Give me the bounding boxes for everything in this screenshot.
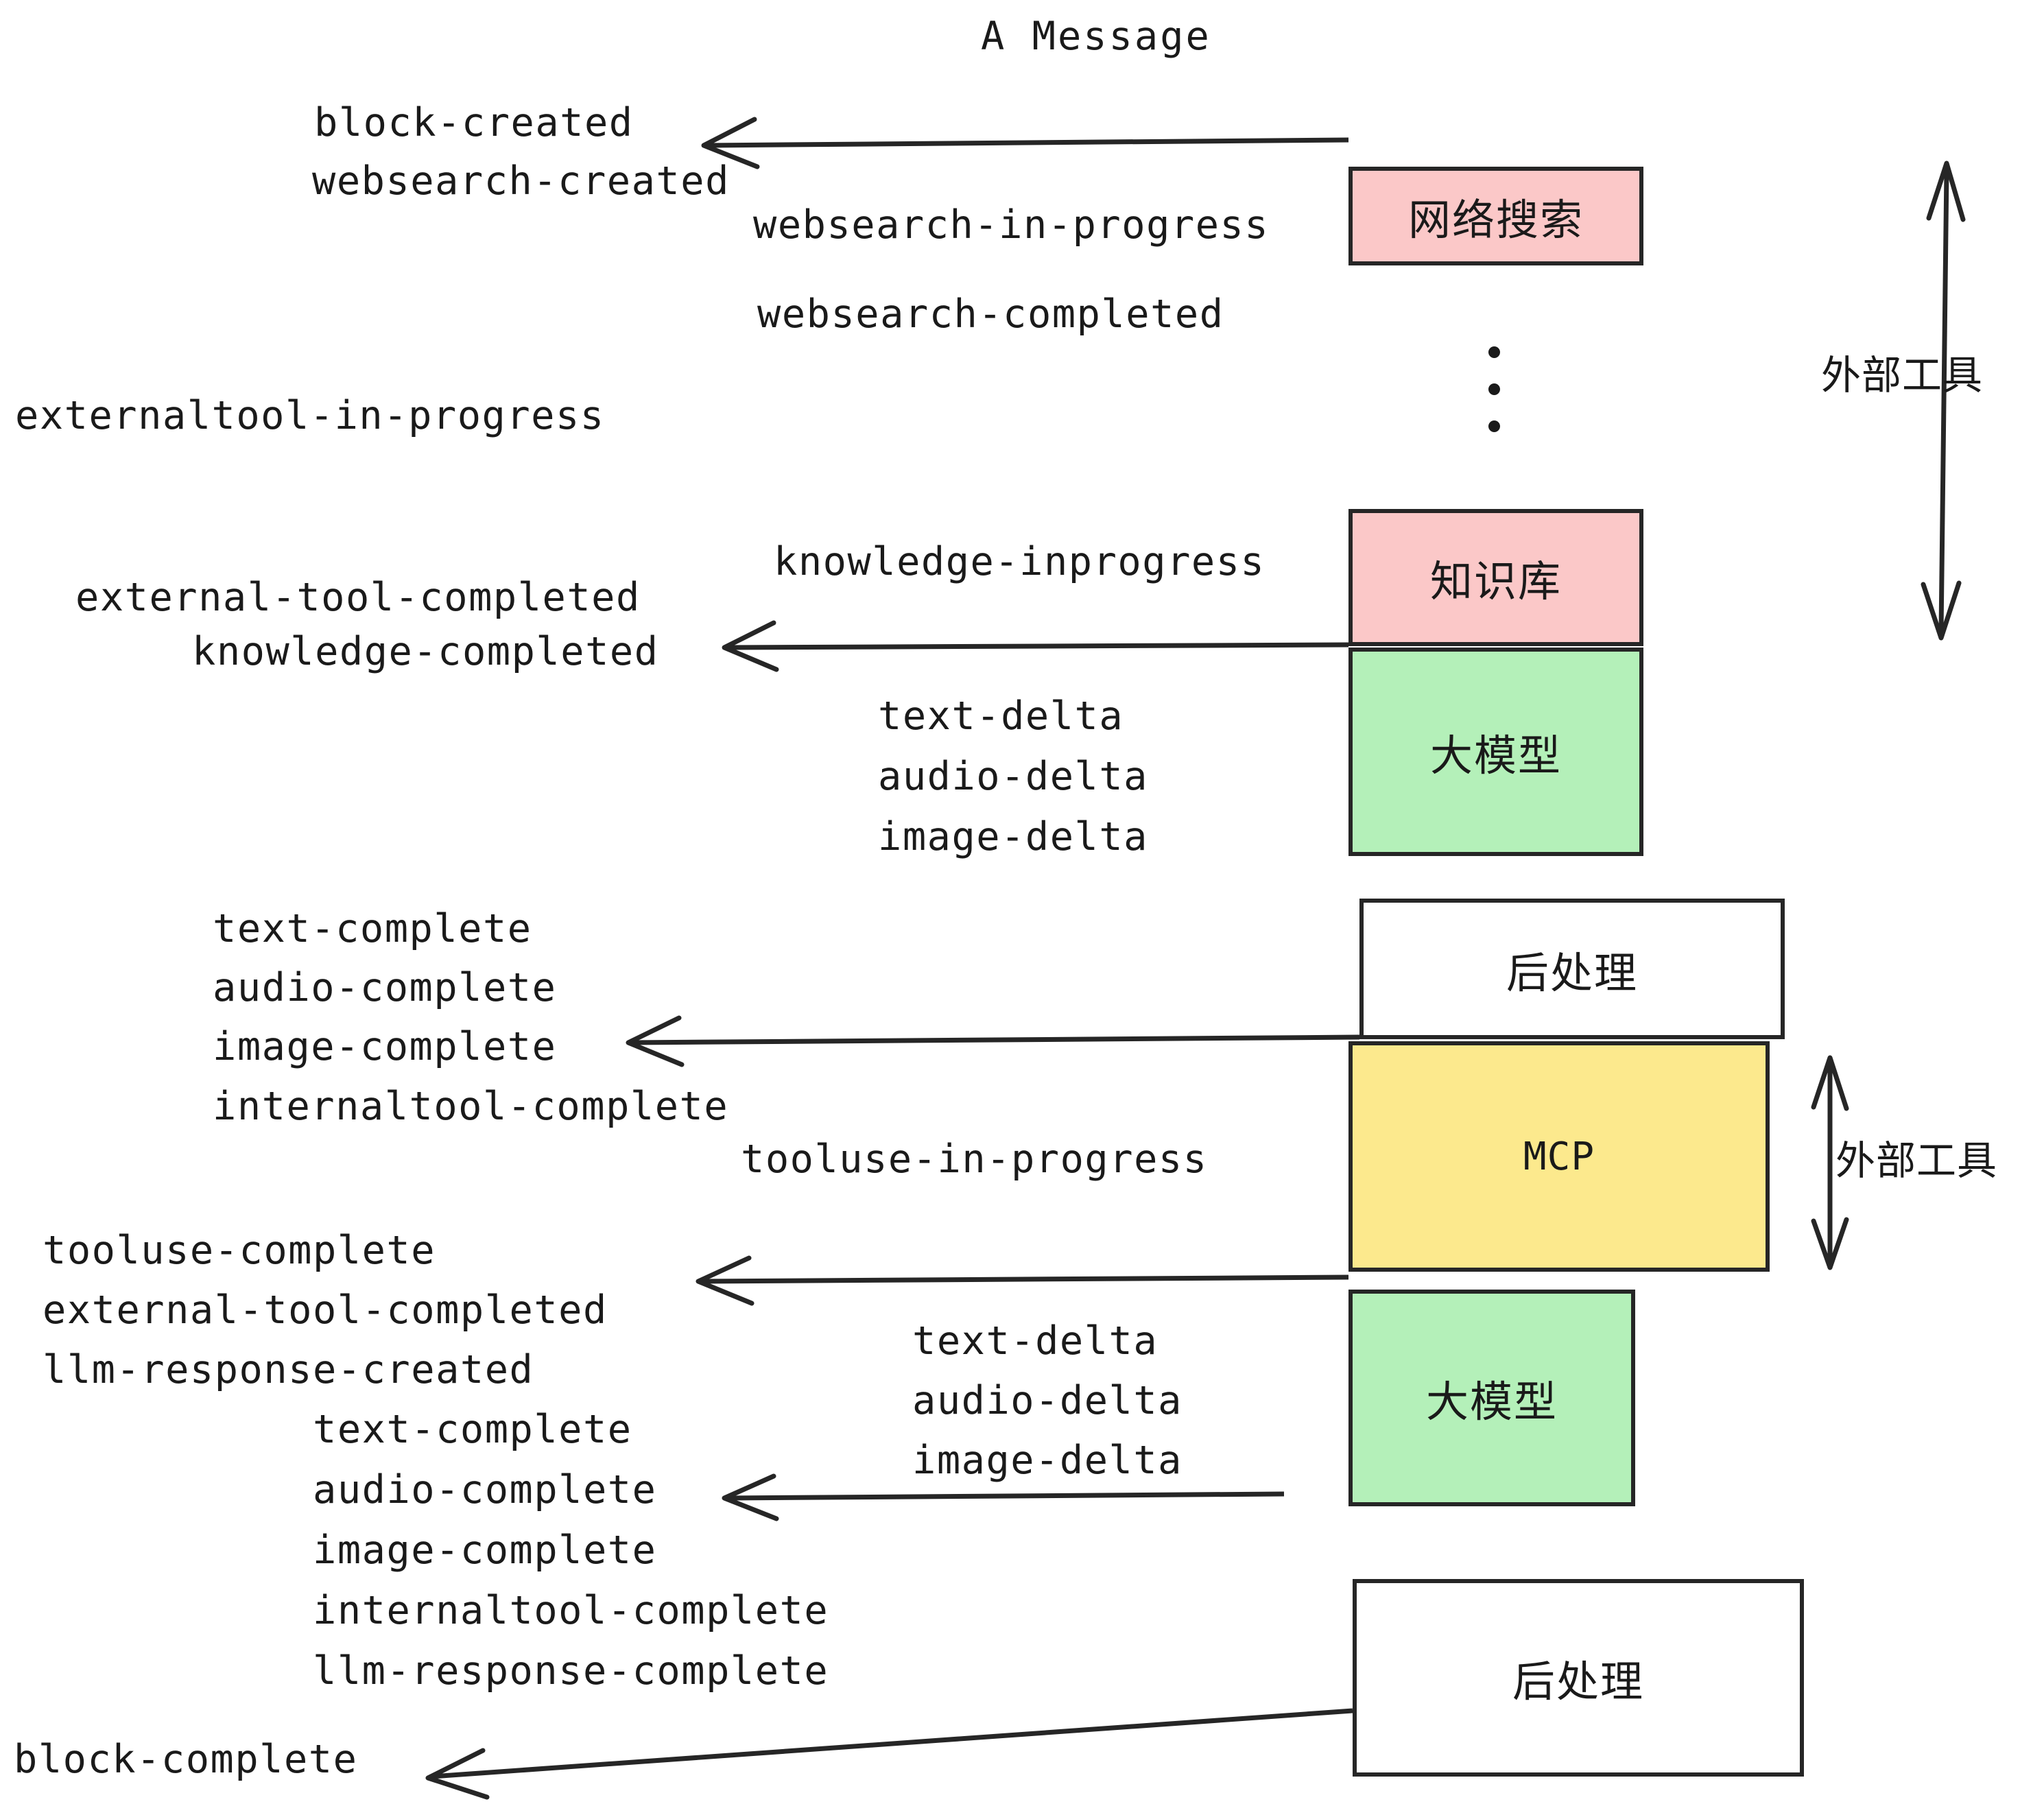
event-label-text-delta-1: text-delta (878, 693, 1124, 739)
event-label-internaltool-complete-1: internaltool-complete (213, 1084, 729, 1129)
event-label-image-complete-1: image-complete (213, 1024, 557, 1069)
event-label-internaltool-complete-2: internaltool-complete (313, 1588, 829, 1633)
event-label-audio-delta-2: audio-delta (912, 1378, 1183, 1423)
event-label-text-complete-1: text-complete (213, 906, 532, 951)
ellipsis-dot-1 (1488, 346, 1500, 358)
event-label-knowledge-completed: knowledge-completed (192, 629, 659, 674)
event-label-audio-delta-1: audio-delta (878, 754, 1148, 799)
node-mcp[interactable]: MCP (1348, 1041, 1770, 1272)
node-post-processing-1[interactable]: 后处理 (1359, 899, 1785, 1039)
node-llm-1[interactable]: 大模型 (1348, 648, 1643, 856)
group-label-external-tool-bottom: 外部工具 (1835, 1137, 1998, 1184)
event-label-text-delta-2: text-delta (912, 1318, 1158, 1364)
event-label-block-complete: block-complete (14, 1737, 358, 1782)
node-llm-1-label: 大模型 (1429, 731, 1562, 781)
ellipsis-dot-3 (1488, 420, 1500, 432)
event-label-llm-response-created: llm-response-created (43, 1347, 534, 1392)
node-mcp-label: MCP (1523, 1134, 1595, 1179)
event-label-image-complete-2: image-complete (313, 1528, 657, 1573)
event-label-knowledge-inprogress: knowledge-inprogress (774, 539, 1265, 584)
node-post-processing-2-label: 后处理 (1512, 1657, 1644, 1707)
event-label-websearch-created: websearch-created (312, 158, 730, 204)
external-tool-top-arrow (1921, 161, 1966, 641)
event-label-image-delta-2: image-delta (912, 1438, 1183, 1483)
arrow-post2-to-events (425, 1708, 1353, 1800)
arrow-websearch-to-events (701, 117, 1349, 169)
event-label-llm-response-complete: llm-response-complete (313, 1648, 829, 1694)
event-label-image-delta-1: image-delta (878, 814, 1148, 859)
node-post-processing-2[interactable]: 后处理 (1353, 1579, 1804, 1777)
event-label-block-created: block-created (314, 100, 634, 145)
arrow-mcp-to-events (696, 1255, 1349, 1306)
event-label-audio-complete-1: audio-complete (213, 965, 557, 1010)
event-label-text-complete-2: text-complete (313, 1407, 632, 1452)
node-llm-2-label: 大模型 (1425, 1377, 1558, 1427)
arrow-knowledge-to-events (722, 620, 1349, 672)
event-label-websearch-completed: websearch-completed (757, 292, 1224, 337)
event-label-external-tool-completed-2: external-tool-completed (43, 1287, 608, 1333)
event-label-externaltool-in-progress: externaltool-in-progress (15, 393, 605, 438)
vertical-ellipsis (1487, 346, 1501, 432)
node-websearch-label: 网络搜索 (1407, 195, 1584, 245)
event-label-external-tool-completed-1: external-tool-completed (75, 575, 641, 620)
node-websearch[interactable]: 网络搜索 (1348, 167, 1643, 265)
group-label-external-tool-top: 外部工具 (1821, 352, 1984, 399)
arrow-post1-to-events (626, 1015, 1360, 1067)
node-knowledge[interactable]: 知识库 (1348, 509, 1643, 646)
node-llm-2[interactable]: 大模型 (1348, 1290, 1635, 1506)
ellipsis-dot-2 (1488, 383, 1500, 395)
event-label-websearch-in-progress: websearch-in-progress (753, 202, 1270, 248)
node-knowledge-label: 知识库 (1429, 556, 1562, 606)
event-label-tooluse-in-progress: tooluse-in-progress (741, 1137, 1208, 1182)
event-label-audio-complete-2: audio-complete (313, 1467, 657, 1512)
node-post-processing-1-label: 后处理 (1506, 947, 1638, 998)
page-title: A Message (981, 14, 1211, 59)
event-label-tooluse-complete: tooluse-complete (43, 1228, 436, 1273)
